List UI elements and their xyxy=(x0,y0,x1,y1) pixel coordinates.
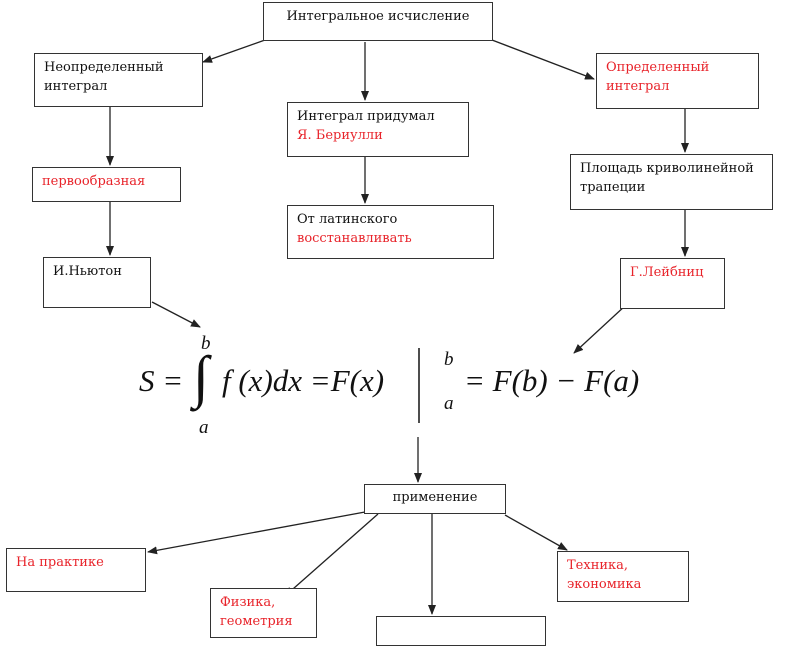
arrow-application-to-physics xyxy=(284,513,379,597)
arrow-root-to-indef xyxy=(202,39,266,63)
arrow-application-to-tech xyxy=(504,514,568,551)
node-area-line2: трапеции xyxy=(580,180,646,195)
node-root-label: Интегральное исчисление xyxy=(286,9,470,24)
arrow-newton-to-formula xyxy=(151,301,201,328)
node-application-label: применение xyxy=(392,490,478,505)
node-practice: На практике xyxy=(6,548,146,592)
arrow-leibniz-to-formula xyxy=(573,304,627,354)
node-application-third xyxy=(376,616,546,646)
node-practice-label: На практике xyxy=(16,555,104,570)
node-area: Площадь криволинейной трапеции xyxy=(570,154,773,210)
node-latin-line1: От латинского xyxy=(297,212,398,227)
node-latin: От латинского восстанавливать xyxy=(287,205,494,259)
node-physics: Физика, геометрия xyxy=(210,588,317,638)
node-leibniz-label: Г.Лейбниц xyxy=(630,265,704,280)
node-origin: Интеграл придумал Я. Бериулли xyxy=(287,102,469,157)
node-antiderivative-label: первообразная xyxy=(42,174,146,189)
node-origin-line1: Интеграл придумал xyxy=(297,109,435,124)
node-root: Интегральное исчисление xyxy=(263,2,493,41)
node-newton-label: И.Ньютон xyxy=(53,264,122,279)
arrow-application-to-practice xyxy=(147,511,366,555)
node-indefinite-line1: Неопределенный xyxy=(44,60,164,75)
node-newton: И.Ньютон xyxy=(43,257,151,308)
node-definite-line1: Определенный xyxy=(606,60,710,75)
node-antiderivative: первообразная xyxy=(32,167,181,202)
node-origin-line2: Я. Бериулли xyxy=(297,128,383,143)
node-physics-line1: Физика, xyxy=(220,595,276,610)
node-area-line1: Площадь криволинейной xyxy=(580,161,754,176)
node-tech-line2: экономика xyxy=(567,577,642,592)
node-indefinite-integral: Неопределенный интеграл xyxy=(34,53,203,107)
node-definite-integral: Определенный интеграл xyxy=(596,53,759,109)
node-application: применение xyxy=(364,484,506,514)
node-tech-line1: Техника, xyxy=(567,558,629,573)
node-definite-line2: интеграл xyxy=(606,79,670,94)
node-indefinite-line2: интеграл xyxy=(44,79,108,94)
node-latin-line2: восстанавливать xyxy=(297,231,412,246)
connector-arrows xyxy=(106,39,689,615)
node-tech: Техника, экономика xyxy=(557,551,689,602)
arrow-root-to-def xyxy=(491,39,595,80)
node-leibniz: Г.Лейбниц xyxy=(620,258,725,309)
node-physics-line2: геометрия xyxy=(220,614,293,629)
